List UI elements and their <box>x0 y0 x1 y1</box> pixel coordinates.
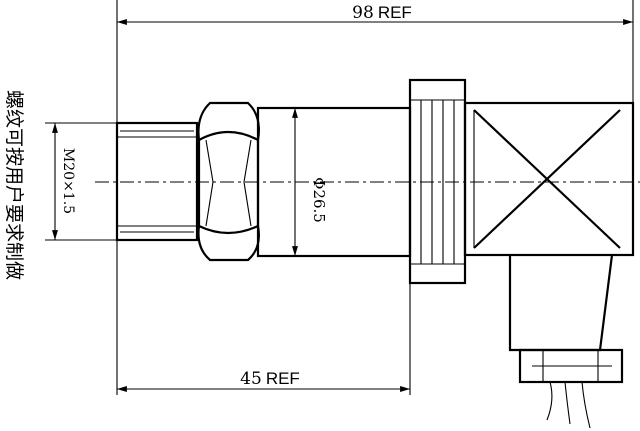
thread-size-dimension: M20×1.5 <box>52 123 76 240</box>
thread-note: 螺纹可按用户要求制做 <box>3 90 25 280</box>
connector-housing <box>463 101 635 352</box>
cable-gland <box>518 348 624 429</box>
thread-size-label: M20×1.5 <box>60 148 76 214</box>
body-diameter-label: Φ26.5 <box>310 177 328 223</box>
body-diameter-dimension: Φ26.5 <box>292 108 328 256</box>
extension-lines <box>45 0 634 395</box>
thread-fitting <box>115 121 199 242</box>
